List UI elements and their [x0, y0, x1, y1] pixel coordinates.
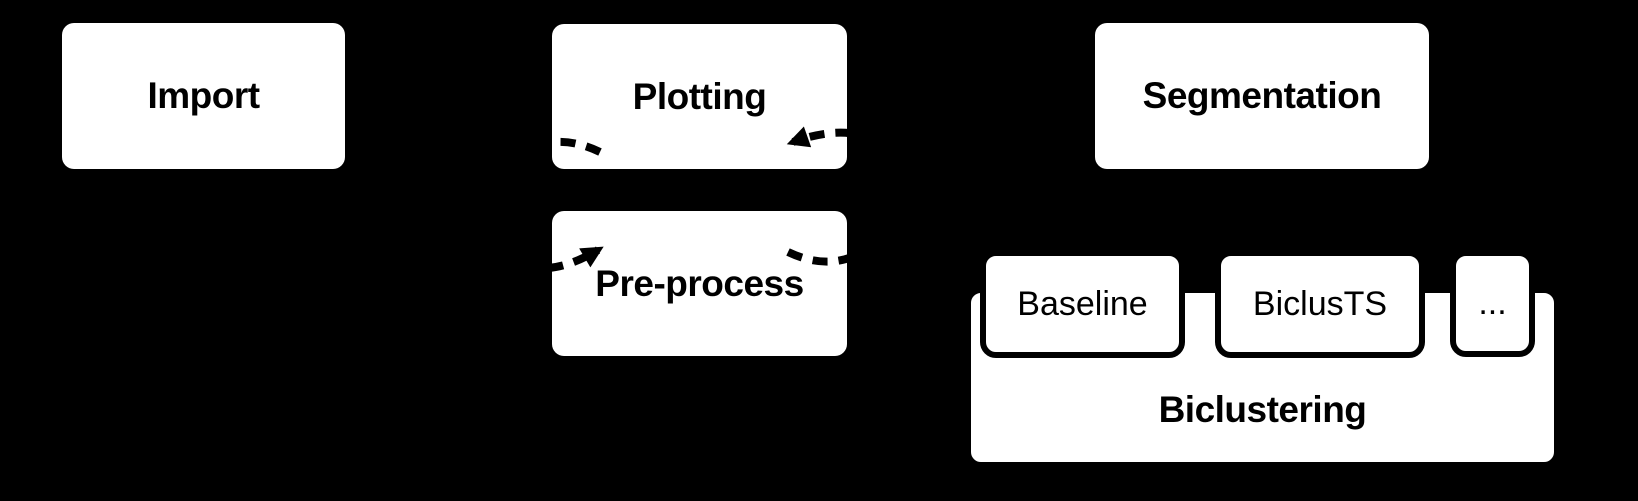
- node-method-ellipsis: ...: [1450, 250, 1535, 357]
- node-plotting-label: Plotting: [632, 75, 767, 117]
- node-preprocess: Pre-process: [552, 211, 847, 356]
- node-method-baseline: Baseline: [980, 250, 1185, 358]
- node-import-label: Import: [147, 75, 260, 116]
- node-preprocess-label: Pre-process: [595, 262, 804, 304]
- node-method-biclusts: BiclusTS: [1215, 250, 1425, 358]
- node-method-ellipsis-label: ...: [1478, 284, 1507, 322]
- node-method-biclusts-label: BiclusTS: [1252, 284, 1388, 323]
- node-import: Import: [62, 23, 345, 169]
- node-plotting: Plotting: [552, 24, 847, 169]
- node-segmentation: Segmentation: [1095, 23, 1429, 169]
- node-biclustering-label: Biclustering: [1158, 389, 1367, 430]
- node-method-baseline-label: Baseline: [1017, 284, 1148, 323]
- node-segmentation-label: Segmentation: [1142, 75, 1382, 116]
